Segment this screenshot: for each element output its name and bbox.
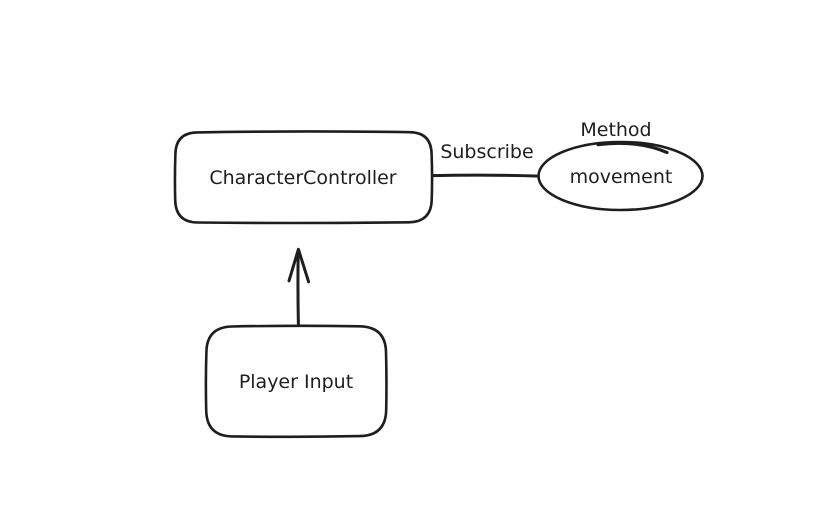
player-input-label: Player Input <box>239 371 353 393</box>
method-annotation: Method <box>580 119 651 141</box>
movement-label: movement <box>570 166 673 188</box>
ellipse-overdraw-stroke <box>596 141 669 155</box>
edge-player-input-arrow[interactable] <box>287 247 311 326</box>
subscribe-line <box>431 173 542 178</box>
arrow-head <box>287 247 311 284</box>
node-movement[interactable]: movement Method <box>537 119 704 212</box>
edge-label-subscribe: Subscribe <box>440 141 533 163</box>
player-input-box <box>204 324 388 439</box>
character-controller-label: CharacterController <box>209 167 396 189</box>
node-character-controller[interactable]: CharacterController <box>173 130 434 225</box>
character-controller-box <box>173 130 434 225</box>
edge-subscribe[interactable]: Subscribe <box>431 141 542 178</box>
node-player-input[interactable]: Player Input <box>204 324 388 439</box>
